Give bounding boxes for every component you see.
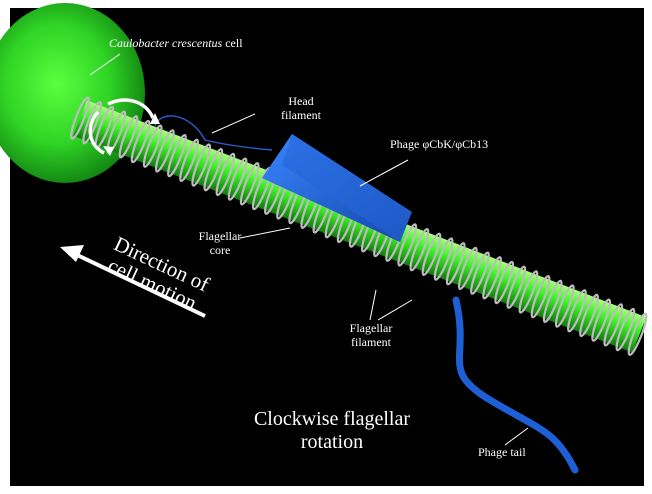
cell-species: Caulobacter crescentus	[109, 36, 222, 50]
rotation-label: Clockwise flagellar rotation	[232, 408, 432, 454]
rotation-line2: rotation	[232, 431, 432, 454]
flagellar-core-line1: Flagellar	[190, 230, 250, 244]
cell-suffix: cell	[225, 36, 242, 50]
flagellar-filament-line2: filament	[336, 336, 406, 350]
flagellar-core-label: Flagellar core	[190, 230, 250, 258]
cell-label: Caulobacter crescentus cell	[109, 37, 243, 51]
rotation-line1: Clockwise flagellar	[232, 408, 432, 431]
flagellar-filament-label: Flagellar filament	[336, 322, 406, 350]
phage-label: Phage φCbK/φCb13	[390, 138, 488, 152]
phage-tail-label: Phage tail	[478, 446, 526, 460]
head-filament-label: Head filament	[266, 95, 336, 123]
head-filament-line1: Head	[266, 95, 336, 109]
head-filament-line2: filament	[266, 109, 336, 123]
flagellar-filament-line1: Flagellar	[336, 322, 406, 336]
flagellar-core-line2: core	[190, 244, 250, 258]
